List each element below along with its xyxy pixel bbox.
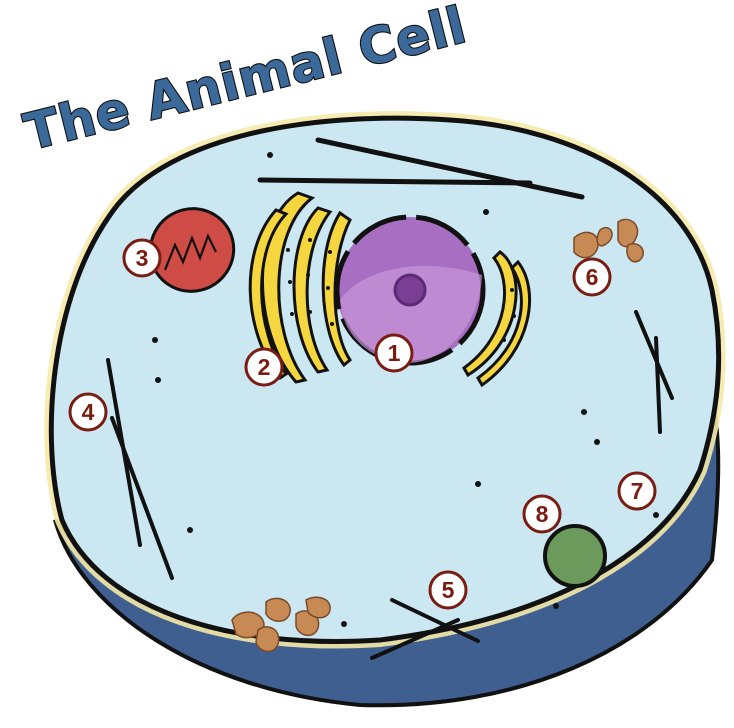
nucleus bbox=[337, 217, 483, 363]
lysosome bbox=[545, 526, 605, 586]
label-badge-4: 4 bbox=[70, 394, 106, 430]
label-number: 3 bbox=[136, 245, 149, 271]
label-badge-5: 5 bbox=[430, 572, 466, 608]
label-badge-1: 1 bbox=[376, 335, 412, 371]
label-number: 4 bbox=[82, 399, 95, 425]
label-number: 6 bbox=[586, 264, 599, 290]
label-badge-2: 2 bbox=[246, 349, 282, 385]
label-number: 7 bbox=[631, 478, 644, 504]
label-number: 8 bbox=[536, 501, 549, 527]
label-number: 5 bbox=[442, 577, 455, 603]
label-badge-3: 3 bbox=[124, 240, 160, 276]
cytoplasm bbox=[51, 118, 718, 641]
label-number: 1 bbox=[388, 340, 401, 366]
label-badge-7: 7 bbox=[619, 473, 655, 509]
label-badge-6: 6 bbox=[574, 259, 610, 295]
nucleolus bbox=[395, 275, 425, 305]
label-number: 2 bbox=[258, 354, 271, 380]
label-badge-8: 8 bbox=[524, 496, 560, 532]
cytoplasm-dot bbox=[653, 512, 659, 518]
